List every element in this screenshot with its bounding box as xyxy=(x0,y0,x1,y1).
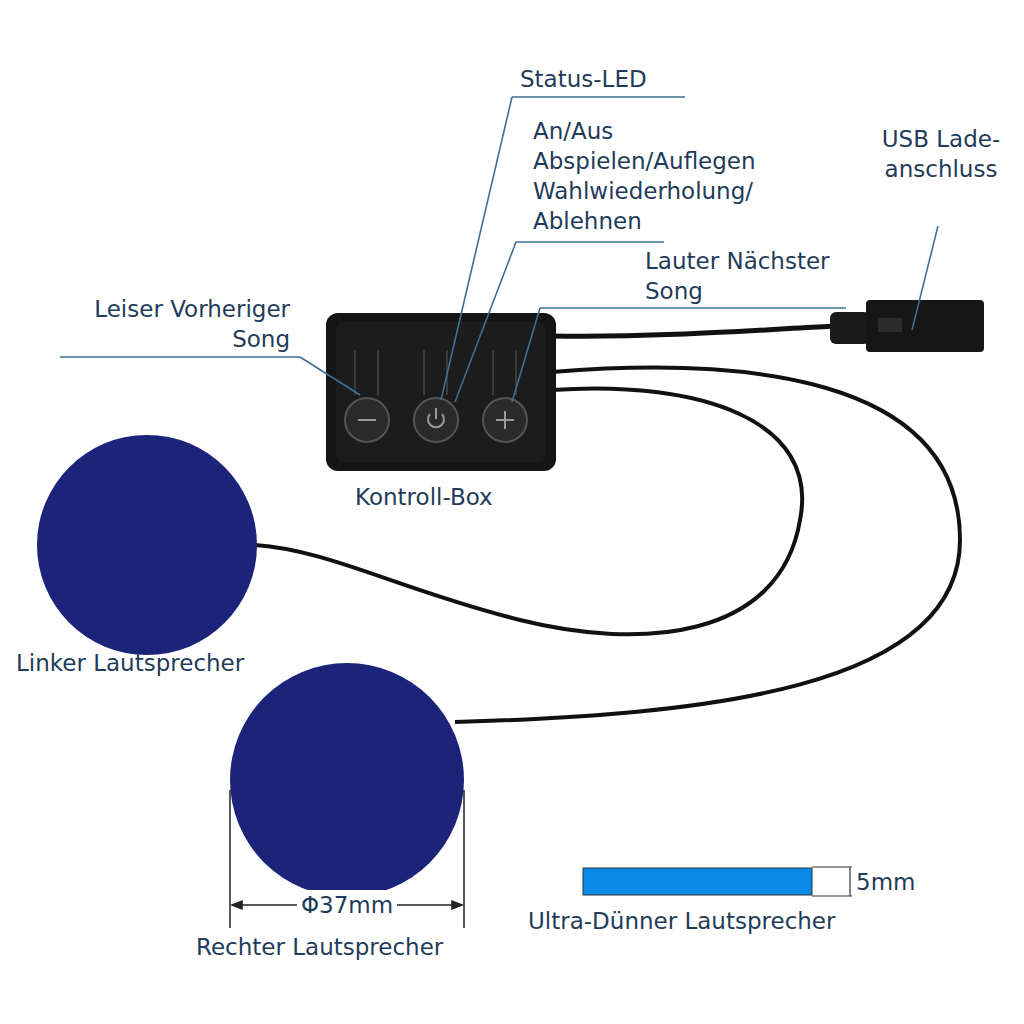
part-label: Linker Lautsprecher xyxy=(16,648,244,678)
volume-down-label: Leiser Vorheriger Song xyxy=(40,294,290,354)
volume-up-label: Lauter Nächster Song xyxy=(645,246,860,306)
part-label: Kontroll-Box xyxy=(355,482,493,512)
leader-lines xyxy=(60,97,938,402)
usb-cable xyxy=(550,326,835,336)
part-label: Rechter Lautsprecher xyxy=(196,932,443,962)
part-label: Ultra-Dünner Lautsprecher xyxy=(528,906,835,936)
power-label: An/Aus Abspielen/Auflegen Wahlwiederholu… xyxy=(533,116,823,236)
thickness-dimension xyxy=(812,867,852,896)
dimension-label: Φ37mm xyxy=(297,890,397,920)
usb-strain-relief xyxy=(830,312,870,344)
usb-label: USB Lade- anschluss xyxy=(868,124,1014,184)
right-speaker xyxy=(230,663,464,897)
thin-speaker-profile xyxy=(583,868,812,895)
control-box xyxy=(326,313,556,471)
led-label: Status-LED xyxy=(520,64,647,94)
buttons xyxy=(345,398,527,442)
dimension-label: 5mm xyxy=(856,867,915,897)
left-speaker xyxy=(37,435,257,655)
usb-grip xyxy=(878,318,902,332)
diameter-dimension xyxy=(230,790,464,928)
button-ridges xyxy=(355,350,516,395)
usb-plug xyxy=(866,300,984,352)
